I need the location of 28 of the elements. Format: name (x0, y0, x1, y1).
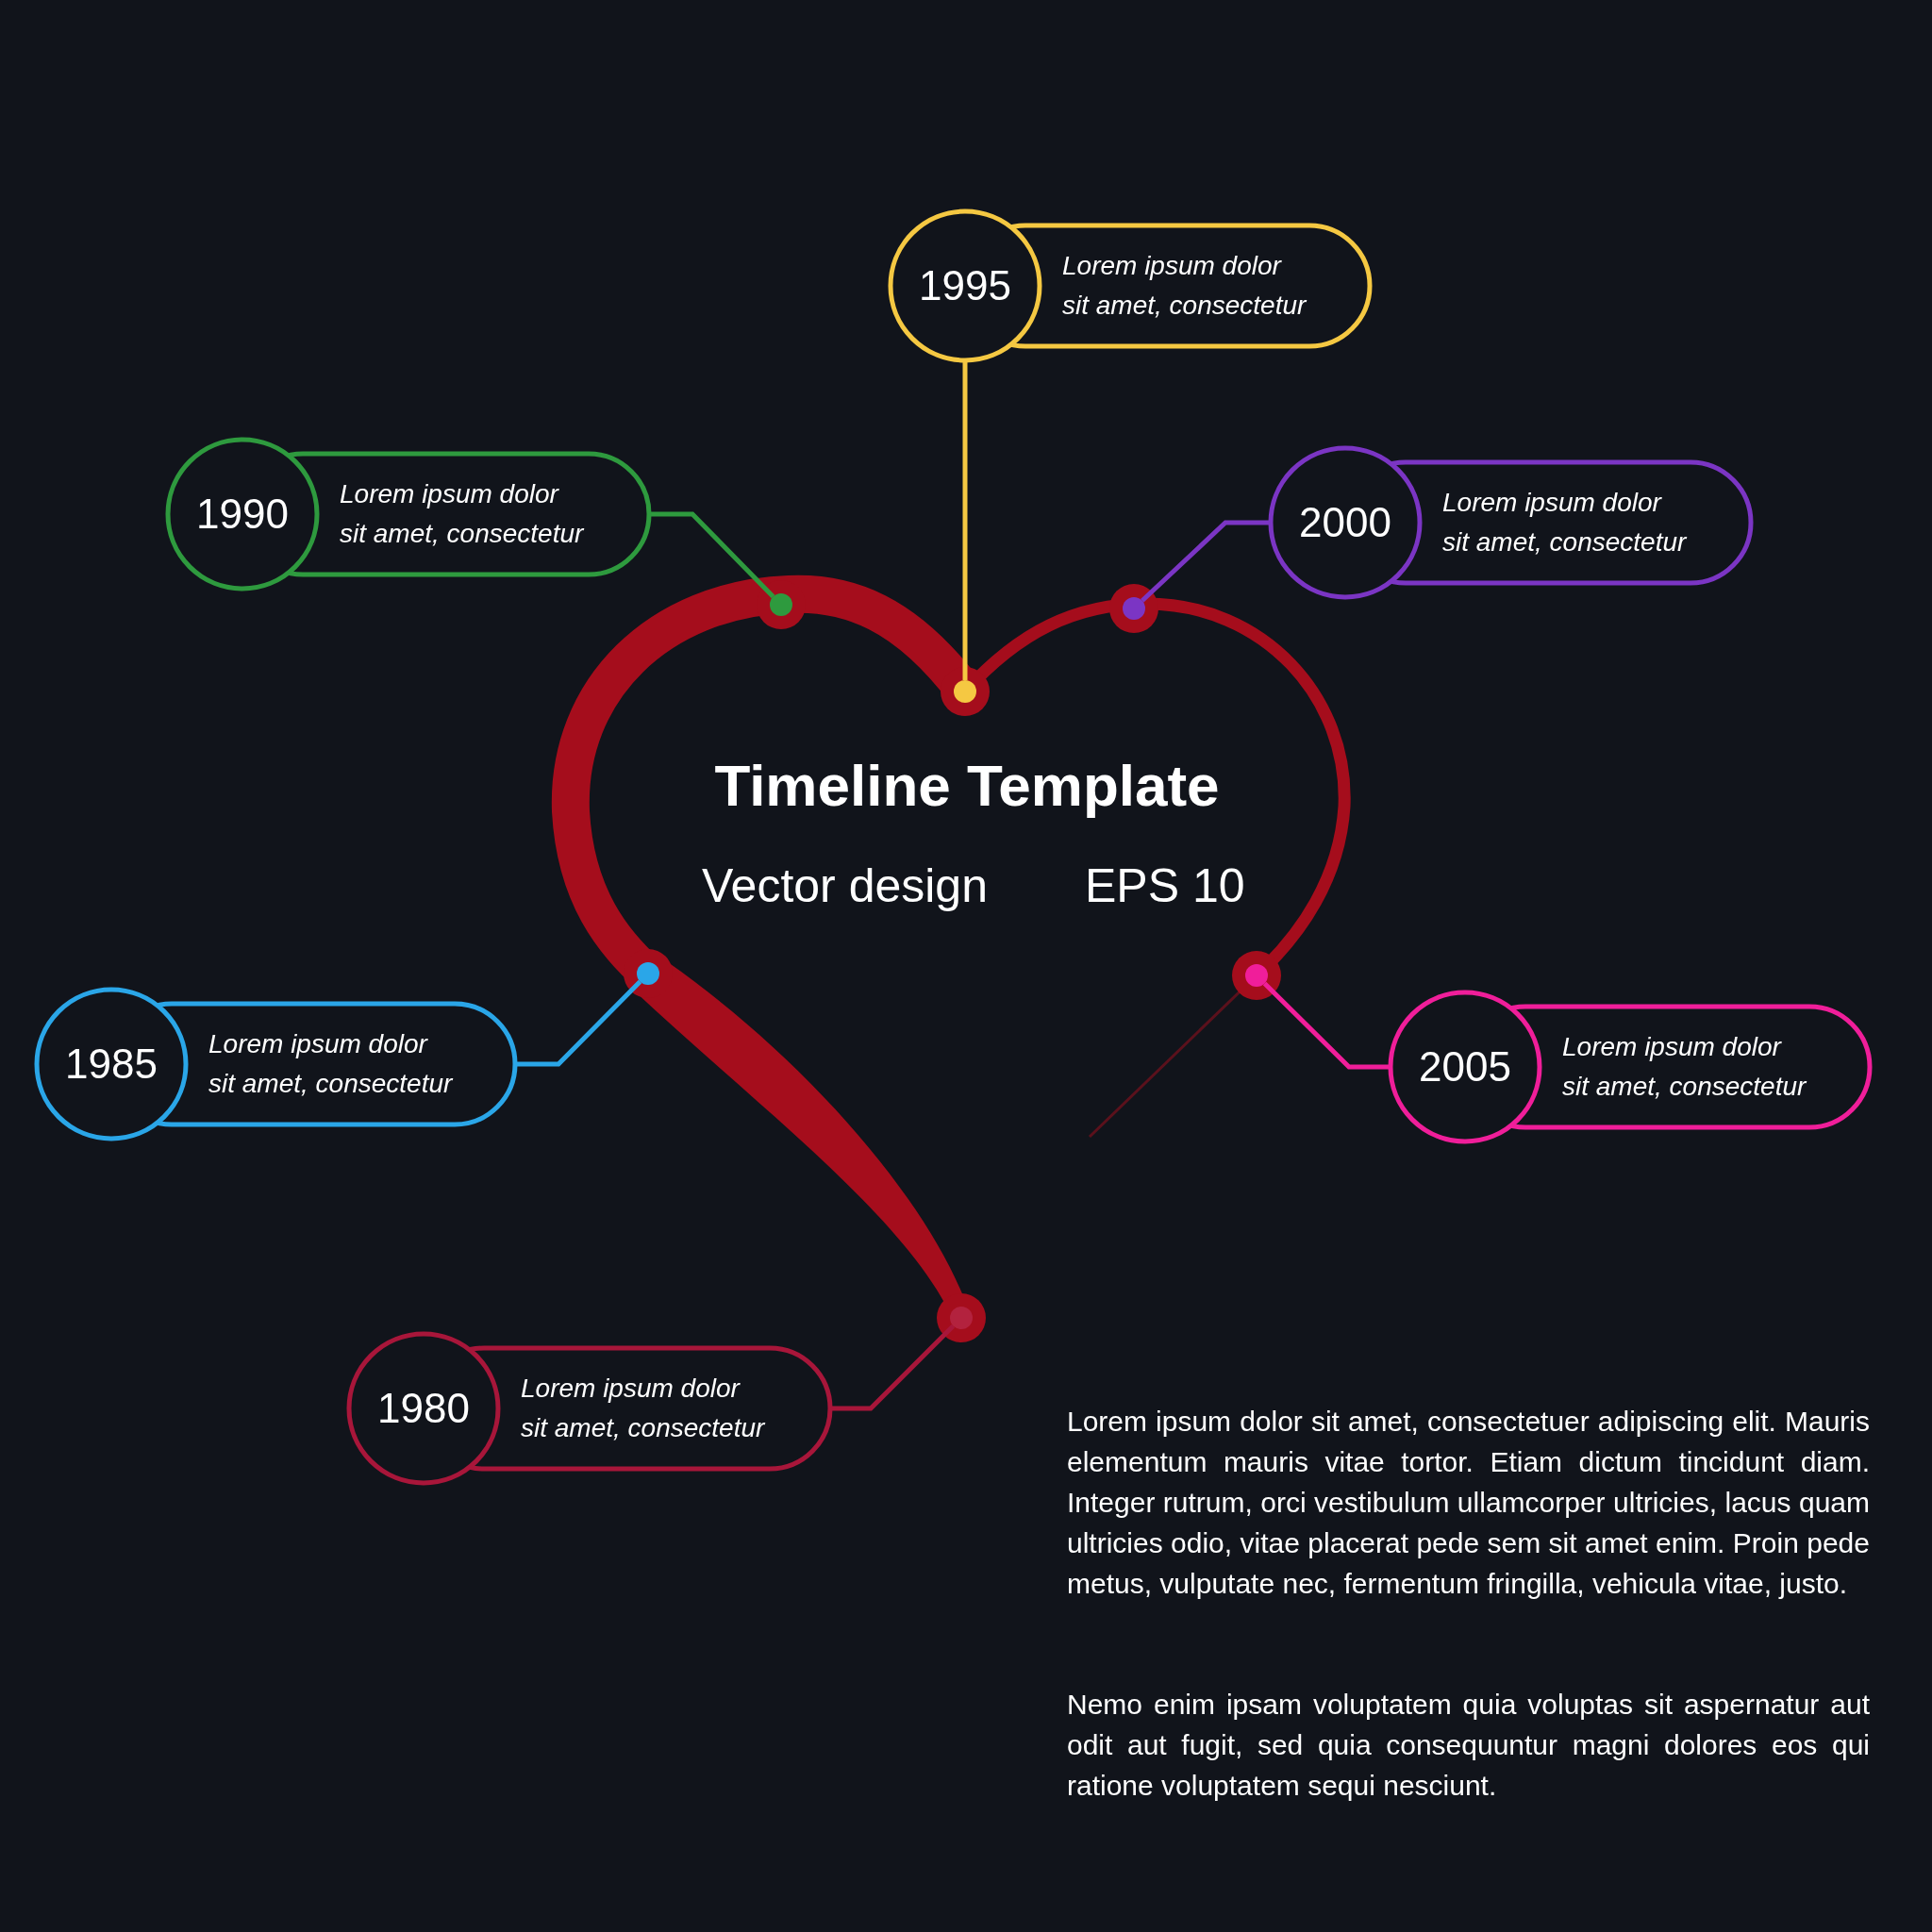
description-text: Lorem ipsum dolor sit amet, consectetur (208, 1028, 455, 1100)
year-label: 1990 (195, 491, 290, 538)
year-label: 2005 (1418, 1043, 1512, 1091)
timeline-dot (1123, 597, 1145, 620)
leader-line (515, 979, 642, 1067)
subtitle: EPS 10 (1085, 858, 1246, 914)
title: Timeline Template (713, 752, 1221, 820)
year-label: 1985 (64, 1041, 158, 1088)
timeline-dot (954, 680, 976, 703)
leader-line (649, 511, 775, 599)
leader-line (1141, 520, 1269, 603)
timeline-dot (637, 962, 659, 985)
description-text: Lorem ipsum dolor sit amet, consectetur (340, 478, 586, 550)
subtitle: Vector design (702, 858, 989, 914)
body-paragraph: Nemo enim ipsam voluptatem quia voluptas sit aspernatur aut odit aut fugit, sed quia consequuntur magni dolores eos qui ratione voluptatem sequi nesciunt. (1067, 1688, 1870, 1803)
timeline-dot (1245, 964, 1268, 987)
leader-line (1262, 981, 1389, 1070)
description-text: Lorem ipsum dolor sit amet, consectetur (1062, 250, 1308, 322)
description-text: Lorem ipsum dolor sit amet, consectetur (521, 1373, 767, 1444)
description-text: Lorem ipsum dolor sit amet, consectetur (1442, 487, 1689, 558)
leader-line (962, 362, 968, 680)
description-text: Lorem ipsum dolor sit amet, consectetur (1562, 1031, 1808, 1103)
timeline-dot (770, 593, 792, 616)
body-paragraph: Lorem ipsum dolor sit amet, consectetuer adipiscing elit. Mauris elementum mauris vitae tortor. Etiam dictum tincidunt diam. Integer rutrum, orci vestibulum ullamcorper ultricies, lacus quam ultricies odio, vitae placerat pede sem sit amet enim. Proin pede metus, vulputate nec, fermentum fringilla, vehicula vitae, justo. (1067, 1405, 1870, 1601)
year-label: 1995 (918, 262, 1012, 309)
year-label: 1980 (376, 1385, 471, 1432)
year-label: 2000 (1298, 499, 1392, 546)
timeline-dot (950, 1307, 973, 1329)
